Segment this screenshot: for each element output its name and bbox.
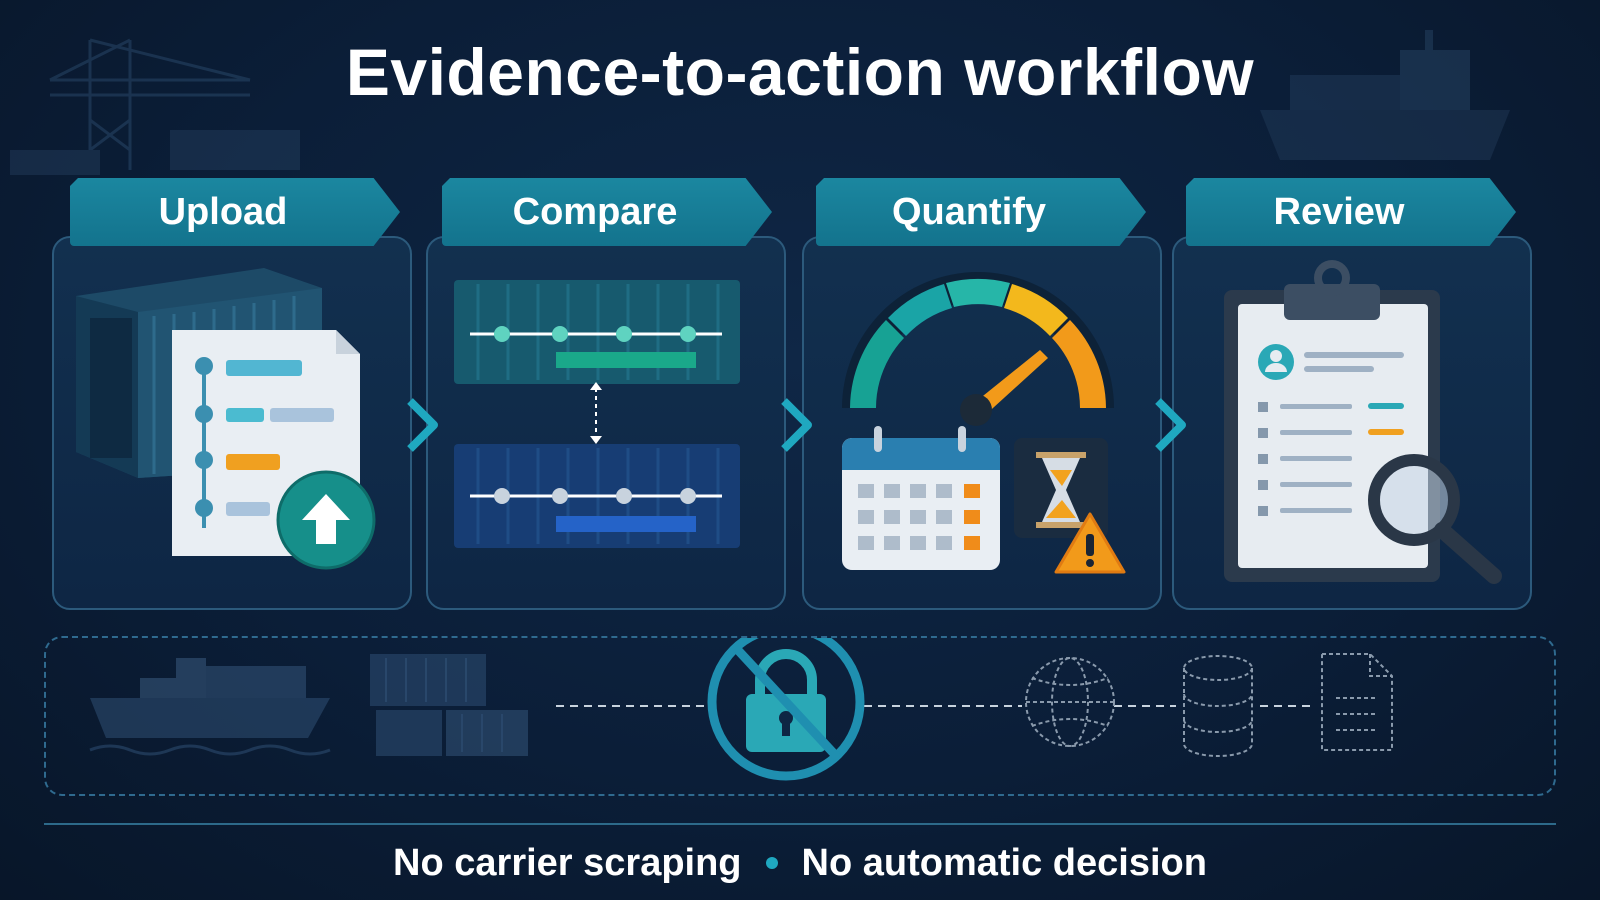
ship-icon bbox=[89, 658, 331, 756]
quantify-card bbox=[802, 236, 1162, 610]
calendar-icon bbox=[842, 426, 1000, 570]
warning-icon bbox=[1054, 512, 1126, 574]
database-icon bbox=[1183, 655, 1253, 757]
page-title: Evidence-to-action workflow bbox=[345, 35, 1255, 109]
no-lock-icon bbox=[707, 638, 865, 781]
chevron-right-icon bbox=[1155, 398, 1186, 452]
compare-card bbox=[426, 236, 786, 610]
globe-icon bbox=[1025, 657, 1115, 747]
footer-divider bbox=[44, 823, 1556, 825]
footer-note-no-automatic-decision: No automatic decision bbox=[801, 841, 1207, 884]
gauge-icon bbox=[842, 272, 1114, 426]
crane-background-icon bbox=[10, 38, 300, 175]
document-upload-icon bbox=[172, 330, 376, 570]
step-tab-compare: Compare bbox=[442, 178, 772, 246]
upload-card bbox=[52, 236, 412, 610]
constraints-panel bbox=[44, 636, 1556, 796]
chevron-right-icon bbox=[407, 398, 438, 452]
container-compare-icon bbox=[454, 280, 740, 548]
footer-notes: No carrier scraping No automatic decisio… bbox=[0, 838, 1600, 888]
magnifier-icon bbox=[1368, 454, 1502, 584]
container-stack-icon bbox=[370, 654, 528, 756]
bullet-separator bbox=[765, 857, 778, 869]
step-tab-upload: Upload bbox=[70, 178, 400, 246]
review-card bbox=[1172, 236, 1532, 610]
step-tab-review: Review bbox=[1186, 178, 1516, 246]
ship-background-icon bbox=[1260, 30, 1510, 160]
chevron-right-icon bbox=[781, 398, 812, 452]
hourglass-icon bbox=[1014, 438, 1108, 538]
document-icon bbox=[1321, 653, 1393, 751]
step-tab-quantify: Quantify bbox=[816, 178, 1146, 246]
footer-note-no-scraping: No carrier scraping bbox=[393, 841, 742, 884]
